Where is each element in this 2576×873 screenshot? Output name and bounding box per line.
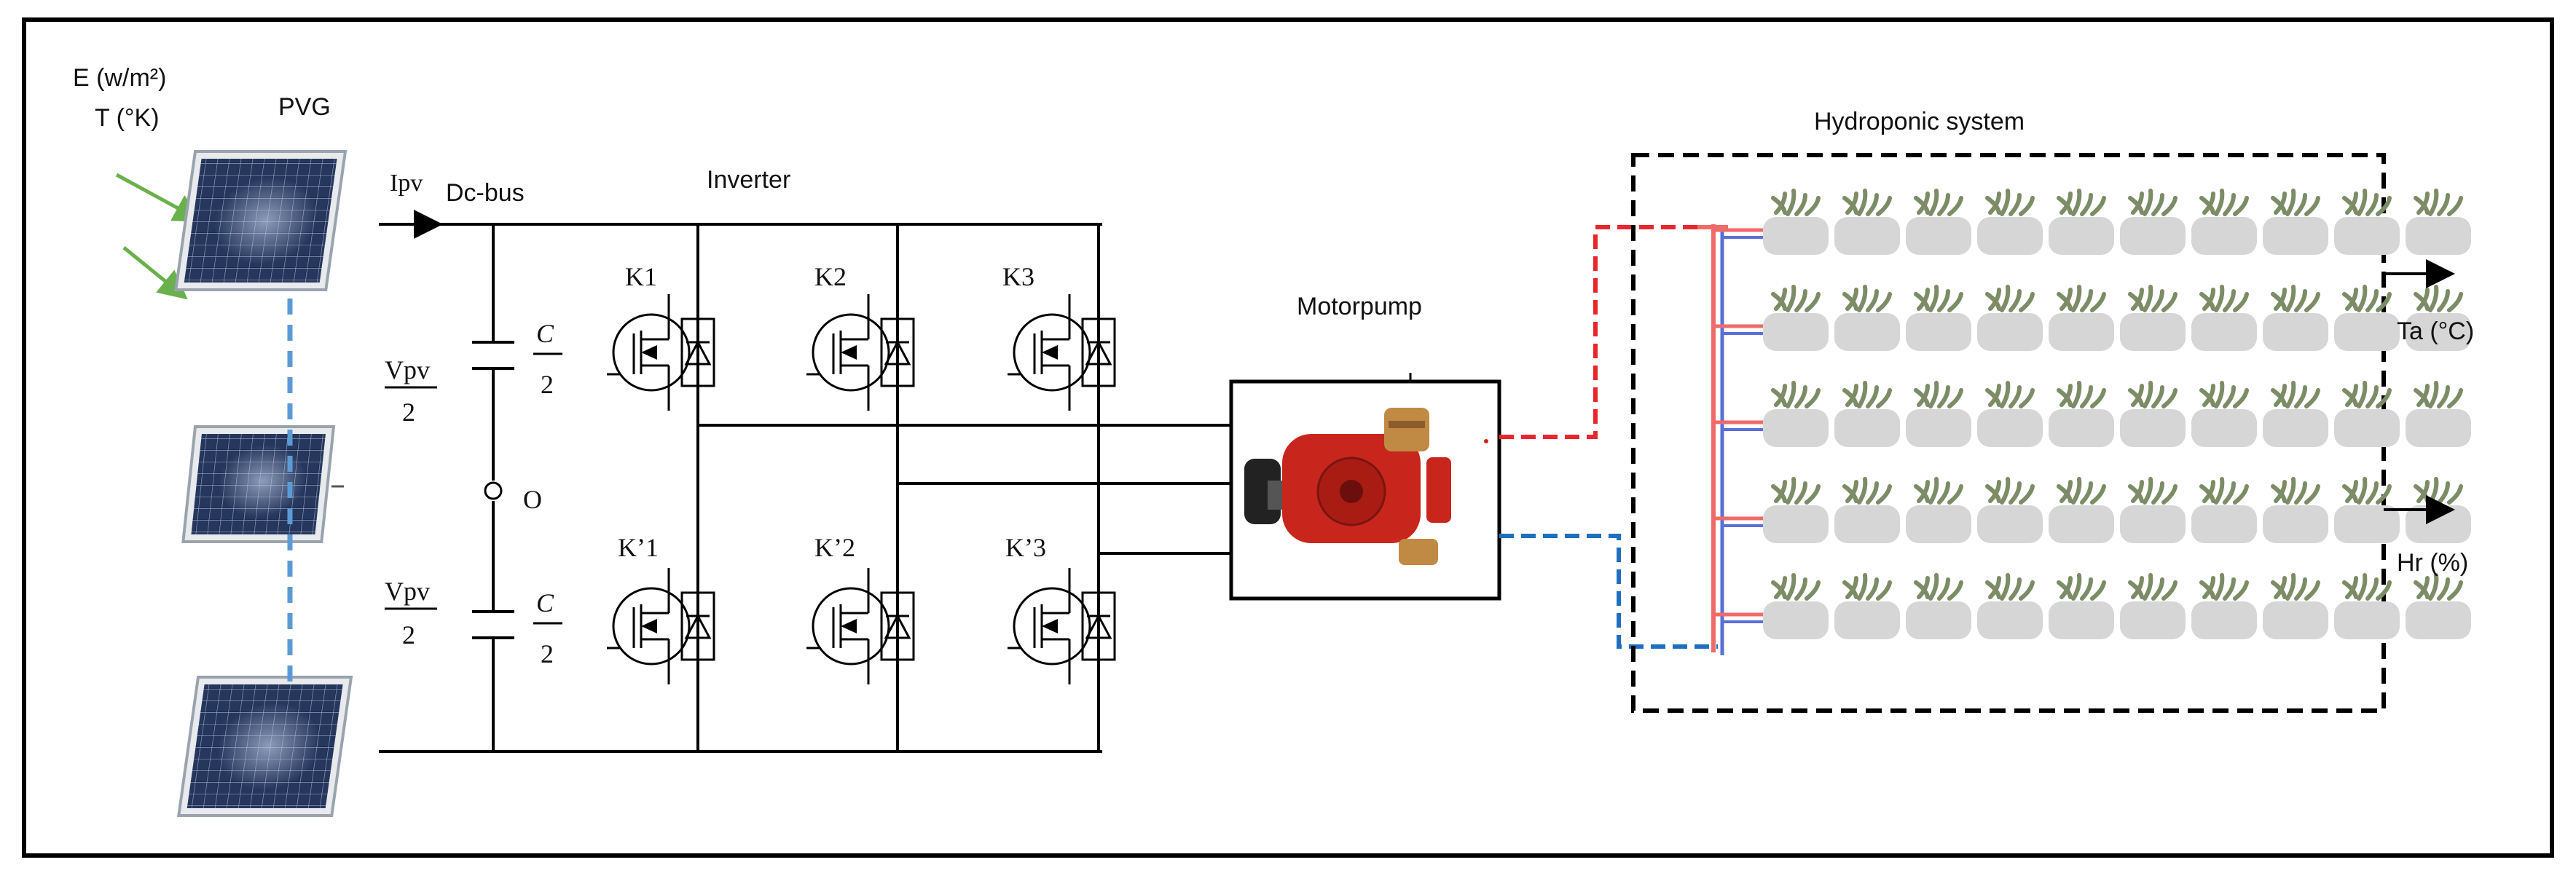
vpv-top-numerator: Vpv [385, 355, 430, 384]
c-bottom-denominator: 2 [541, 639, 554, 668]
plant-pot [1906, 477, 1971, 543]
switch-k2 [806, 294, 915, 411]
plant-pot [1977, 573, 2043, 639]
plant-pot [2191, 573, 2257, 639]
plant-pot [1834, 285, 1900, 351]
solar-panel-top [174, 150, 347, 291]
plant-pot [1906, 573, 1971, 639]
switch-label-k3-prime: K’3 [1005, 533, 1046, 562]
pump-illustration [1244, 408, 1488, 565]
plant-pot [1834, 189, 1900, 255]
plant-pot [2120, 573, 2186, 639]
plant-pot [2334, 285, 2400, 351]
plant-pot [2334, 573, 2400, 639]
plant-pot [1763, 477, 1829, 543]
irradiance-arrow-1 [115, 173, 203, 222]
plant-pot [2263, 189, 2328, 255]
plant-pot [2406, 573, 2471, 639]
solar-panel-middle [181, 425, 336, 543]
switch-label-k3: K3 [1002, 262, 1034, 291]
plant-pot [2120, 189, 2186, 255]
hydroponic-label: Hydroponic system [1814, 108, 2025, 135]
plant-pot [2263, 381, 2328, 447]
motorpump-label: Motorpump [1297, 293, 1422, 320]
plant-pot [2049, 477, 2114, 543]
c-top-denominator: 2 [541, 370, 554, 399]
switch-k3 [1008, 294, 1116, 411]
plant-pot [2406, 285, 2471, 351]
plant-pot [1834, 381, 1900, 447]
temperature-label: T (°K) [95, 104, 160, 132]
irradiance-label: E (w/m²) [73, 64, 166, 92]
plant-pot [2191, 285, 2257, 351]
plant-pot [2049, 381, 2114, 447]
plant-pot [2334, 189, 2400, 255]
pvg-label: PVG [278, 93, 331, 121]
plant-pot [2263, 285, 2328, 351]
plant-pot [2049, 285, 2114, 351]
irradiance-arrow-2 [122, 246, 188, 300]
plant-pot [1763, 381, 1829, 447]
switch-label-k2-prime: K’2 [814, 533, 855, 562]
plant-pot [1977, 381, 2043, 447]
cold-water-pipe [1499, 534, 1718, 649]
plant-pot [1906, 381, 1971, 447]
capacitor-leg [472, 224, 514, 751]
plant-pot [1834, 477, 1900, 543]
plant-pot [1977, 477, 2043, 543]
c-bottom-numerator: C [536, 588, 554, 617]
plant-pot [2120, 477, 2186, 543]
outer-frame [22, 17, 2554, 858]
plant-pot [1977, 189, 2043, 255]
plant-pot [1906, 285, 1971, 351]
plant-pot [2191, 381, 2257, 447]
plant-pot [2263, 573, 2328, 639]
hot-water-pipe [1499, 225, 1718, 439]
hr-label: Hr (%) [2397, 549, 2468, 577]
midpoint-label: O [523, 485, 542, 514]
manifold [1697, 224, 1728, 655]
vpv-bottom-denominator: 2 [402, 620, 415, 649]
plant-pot [1977, 285, 2043, 351]
plant-pot [2049, 573, 2114, 639]
plant-pot [2406, 381, 2471, 447]
inverter-label: Inverter [707, 166, 790, 194]
plant-pot [2263, 477, 2328, 543]
c-top-numerator: C [536, 319, 554, 348]
plant-pot [2191, 477, 2257, 543]
switch-k1-prime [607, 568, 715, 684]
switch-k2-prime [806, 568, 915, 684]
switch-label-k2: K2 [814, 262, 847, 291]
switch-k1 [607, 294, 715, 411]
switch-k3-prime [1008, 568, 1116, 684]
plant-pot [1834, 573, 1900, 639]
switch-label-k1: K1 [625, 262, 657, 291]
dc-bus-label: Dc-bus [446, 179, 525, 207]
switch-label-k1-prime: K’1 [618, 533, 659, 562]
plant-pot [1763, 189, 1829, 255]
ipv-label: Ipv [390, 170, 423, 197]
vpv-top-denominator: 2 [402, 398, 415, 427]
plant-trays [1713, 189, 2471, 639]
plant-pot [2334, 381, 2400, 447]
plant-pot [2334, 477, 2400, 543]
vpv-bottom-numerator: Vpv [385, 577, 430, 606]
plant-pot [2049, 189, 2114, 255]
plant-pot [2120, 285, 2186, 351]
plant-pot [2406, 189, 2471, 255]
plant-pot [1763, 285, 1829, 351]
ta-label: Ta (°C) [2397, 317, 2474, 345]
plant-pot [1906, 189, 1971, 255]
solar-panel-bottom [177, 676, 353, 817]
plant-pot [2120, 381, 2186, 447]
plant-pot [2191, 189, 2257, 255]
plant-pot [1763, 573, 1829, 639]
